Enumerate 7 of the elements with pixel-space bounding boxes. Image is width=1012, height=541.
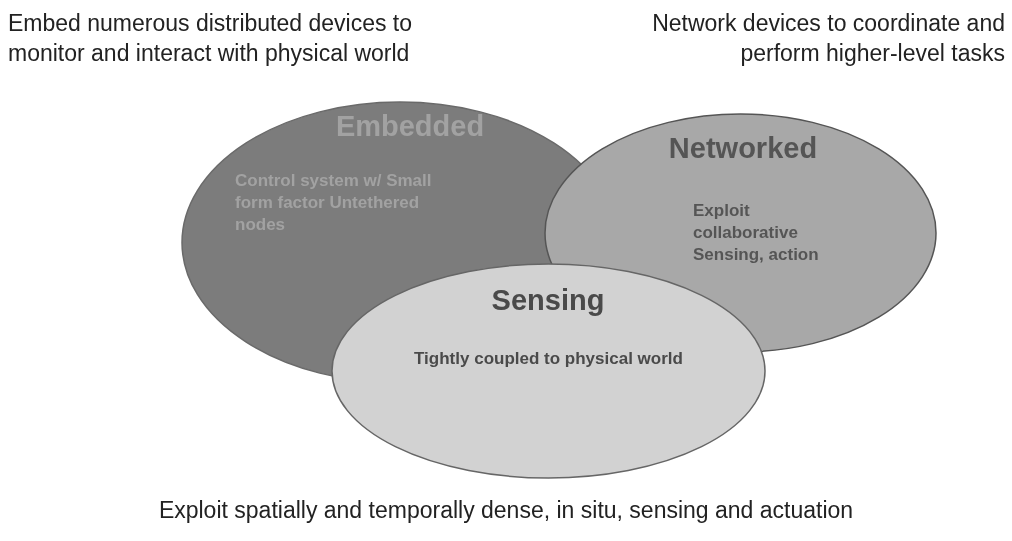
circle-title: Networked	[667, 132, 819, 165]
annotation-text: Network devices to coordinate and perform higher-level tasks	[651, 9, 1005, 68]
circle-title: Sensing	[490, 284, 606, 317]
circle-description: Exploit collaborative Sensing, action	[693, 200, 820, 266]
circle-description: Tightly coupled to physical world	[413, 348, 684, 370]
annotation-text: Exploit spatially and temporally dense, in situ, sensing and actuation	[157, 496, 855, 525]
annotation-text: Embed numerous distributed devices to monitor and interact with physical world	[8, 9, 413, 68]
